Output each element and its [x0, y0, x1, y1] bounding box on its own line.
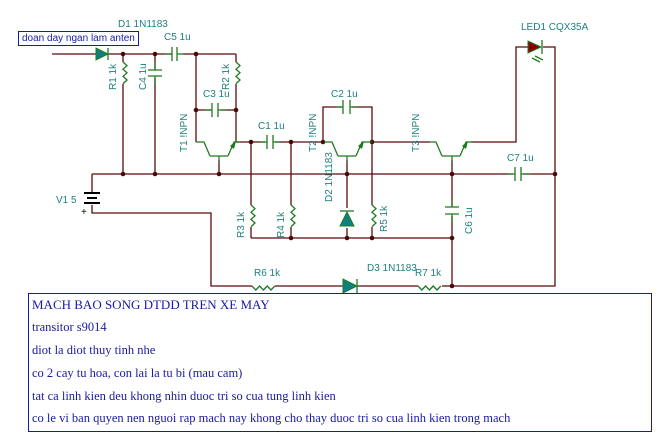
resistor-r3-icon [250, 204, 256, 228]
junction-node [216, 171, 222, 177]
capacitor-c4-icon [148, 62, 162, 84]
junction-node [233, 107, 239, 113]
junction-node [288, 139, 294, 145]
transistor-t1-icon [196, 141, 240, 162]
label-led1: LED1 CQX35A [521, 22, 589, 33]
label-c5: C5 1u [164, 32, 191, 43]
junction-node [344, 235, 350, 241]
junction-node [120, 51, 126, 57]
antenna-note: doan day ngan lam anten [18, 31, 139, 46]
resistor-r6-icon [251, 285, 276, 291]
junction-node [369, 235, 375, 241]
label-c7: C7 1u [507, 153, 534, 164]
wires [52, 46, 556, 287]
label-d2: D2 1N1183 [324, 152, 335, 202]
notes-box: MACH BAO SONG DTDD TREN XE MAY transitor… [28, 293, 652, 432]
capacitor-c7-icon [508, 167, 530, 181]
junction-nodes [120, 51, 558, 289]
label-c1: C1 1u [258, 121, 285, 132]
junction-node [120, 171, 126, 177]
diode-d3-icon [342, 278, 359, 294]
diode-d2-icon [339, 210, 355, 227]
capacitor-c1-icon [260, 135, 280, 149]
resistor-r2-icon [235, 61, 241, 85]
junction-node [552, 171, 558, 177]
note-line: co le vi ban quyen nen nguoi rap mach na… [32, 411, 511, 425]
diode-d1-icon [95, 47, 110, 61]
labels: D1 1N1183 C5 1u R1 1k C4 1u R2 1k C3 1u … [56, 19, 589, 279]
resistors [122, 61, 442, 291]
label-c4: C4 1u [138, 63, 149, 90]
label-t2: T2 !NPN [308, 114, 319, 152]
label-r5: R5 1k [379, 205, 390, 232]
resistor-r7-icon [417, 285, 442, 291]
label-t3: T3 !NPN [411, 114, 422, 152]
junction-node [449, 235, 455, 241]
junction-node [449, 171, 455, 177]
junction-node [152, 51, 158, 57]
note-line: tat ca linh kien deu khong nhin duoc tri… [32, 389, 336, 403]
junction-node [320, 139, 326, 145]
label-r2: R2 1k [221, 63, 232, 90]
emitter-arrow-icon [358, 141, 364, 149]
note-line: transitor s9014 [32, 320, 107, 334]
components [84, 40, 544, 294]
label-d1: D1 1N1183 [118, 19, 168, 30]
junction-node [193, 51, 199, 57]
resistor-r4-icon [290, 204, 296, 228]
resistor-r1-icon [122, 61, 128, 85]
label-r6: R6 1k [254, 268, 281, 279]
led-icon [527, 40, 543, 54]
capacitor-c6-icon [445, 200, 459, 222]
emitter-arrow-icon [230, 141, 236, 149]
junction-node [449, 283, 455, 289]
notes-title: MACH BAO SONG DTDD TREN XE MAY [32, 297, 270, 312]
resistor-r5-icon [371, 204, 377, 228]
note-line: co 2 cay tu hoa, con lai la tu bi (mau c… [32, 366, 243, 380]
junction-node [152, 171, 158, 177]
battery-plus-sign: + [81, 207, 87, 218]
junction-node [248, 139, 254, 145]
label-r3: R3 1k [236, 211, 247, 238]
capacitor-c5-icon [165, 47, 184, 61]
label-c2: C2 1u [331, 89, 358, 100]
label-r7: R7 1k [415, 268, 442, 279]
label-d3: D3 1N1183 [367, 263, 417, 274]
battery-v1-icon [84, 192, 100, 204]
label-r1: R1 1k [108, 63, 119, 90]
capacitor-c3-icon [205, 103, 226, 117]
label-v1: V1 5 [56, 195, 77, 206]
transistor-t2-icon [324, 141, 372, 162]
emitter-arrow-icon [462, 141, 468, 149]
junction-node [344, 171, 350, 177]
capacitor-c2-icon [336, 100, 357, 114]
label-r4: R4 1k [276, 211, 287, 238]
label-c6: C6 1u [464, 207, 475, 234]
label-c3: C3 1u [203, 89, 230, 100]
junction-node [288, 235, 294, 241]
label-t1: T1 !NPN [179, 114, 190, 152]
transistor-t3-icon [430, 141, 472, 162]
note-line: diot la diot thuy tinh nhe [32, 343, 156, 357]
junction-node [193, 107, 199, 113]
